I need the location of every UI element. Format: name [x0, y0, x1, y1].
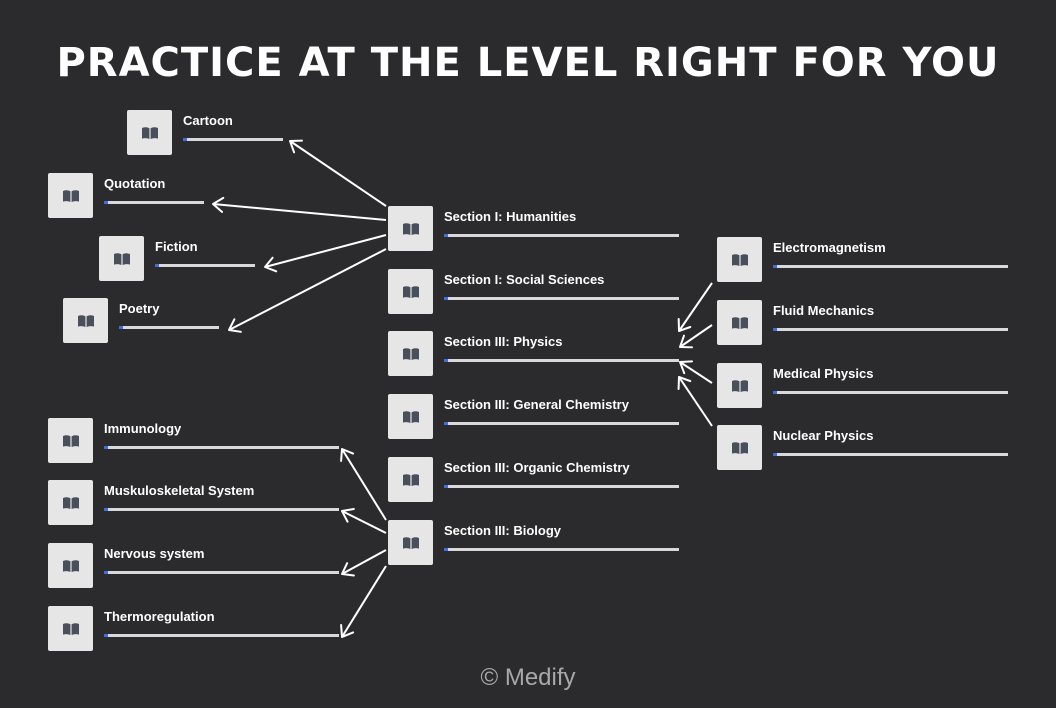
arrow-humanities-to-fiction: [264, 234, 387, 273]
arrow-electromagnetism-to-physics: [677, 282, 713, 332]
open-book-icon: [48, 480, 93, 525]
open-book-icon: [48, 418, 93, 463]
topic-label: Electromagnetism: [773, 240, 886, 255]
progress-bar: [444, 234, 679, 237]
section-label: Section III: Physics: [444, 334, 563, 349]
open-book-icon: [388, 457, 433, 502]
open-book-icon: [717, 300, 762, 345]
topic-label: Medical Physics: [773, 366, 874, 381]
progress-bar: [104, 571, 339, 574]
progress-bar: [773, 453, 1008, 456]
arrow-biology-to-immunology: [340, 448, 387, 521]
progress-bar: [155, 264, 255, 267]
arrow-biology-to-muskuloskeletal: [341, 508, 387, 534]
arrow-humanities-to-cartoon: [289, 139, 387, 207]
topic-label: Immunology: [104, 421, 182, 436]
arrow-humanities-to-poetry: [228, 248, 387, 333]
progress-bar: [104, 446, 339, 449]
section-label: Section III: Biology: [444, 523, 562, 538]
arrow-biology-to-thermoregulation: [340, 565, 387, 638]
section-label: Section I: Social Sciences: [444, 272, 605, 287]
progress-bar: [444, 422, 679, 425]
open-book-icon: [388, 269, 433, 314]
progress-bar: [104, 201, 204, 204]
progress-bar: [773, 265, 1008, 268]
open-book-icon: [63, 298, 108, 343]
arrow-medical-physics-to-physics: [679, 360, 713, 384]
open-book-icon: [388, 206, 433, 251]
progress-bar: [119, 326, 219, 329]
arrow-nuclear-physics-to-physics: [677, 376, 713, 427]
progress-bar: [444, 548, 679, 551]
page-title: PRACTICE AT THE LEVEL RIGHT FOR YOU: [56, 40, 1000, 86]
open-book-icon: [717, 237, 762, 282]
section-label: Section III: General Chemistry: [444, 397, 629, 412]
topic-label: Fluid Mechanics: [773, 303, 875, 318]
copyright-footer: © Medify: [480, 664, 576, 691]
arrow-fluid-mechanics-to-physics: [679, 324, 713, 349]
open-book-icon: [99, 236, 144, 281]
open-book-icon: [48, 173, 93, 218]
topic-label: Quotation: [104, 176, 166, 191]
progress-bar: [104, 508, 339, 511]
progress-bar: [183, 138, 283, 141]
topic-label: Muskuloskeletal System: [104, 483, 255, 498]
progress-bar: [444, 359, 679, 362]
open-book-icon: [388, 394, 433, 439]
open-book-icon: [388, 520, 433, 565]
section-label: Section III: Organic Chemistry: [444, 460, 630, 475]
progress-bar: [773, 391, 1008, 394]
topic-label: Cartoon: [183, 113, 233, 128]
arrow-biology-to-nervous: [341, 549, 387, 577]
open-book-icon: [48, 543, 93, 588]
open-book-icon: [717, 363, 762, 408]
open-book-icon: [717, 425, 762, 470]
progress-bar: [444, 297, 679, 300]
open-book-icon: [388, 331, 433, 376]
progress-bar: [444, 485, 679, 488]
open-book-icon: [48, 606, 93, 651]
section-label: Section I: Humanities: [444, 209, 577, 224]
progress-bar: [773, 328, 1008, 331]
progress-bar: [104, 634, 339, 637]
topic-label: Thermoregulation: [104, 609, 215, 624]
topic-label: Fiction: [155, 239, 198, 254]
topic-label: Poetry: [119, 301, 160, 316]
topic-label: Nuclear Physics: [773, 428, 874, 443]
arrow-humanities-to-quotation: [212, 196, 387, 221]
open-book-icon: [127, 110, 172, 155]
topic-label: Nervous system: [104, 546, 205, 561]
